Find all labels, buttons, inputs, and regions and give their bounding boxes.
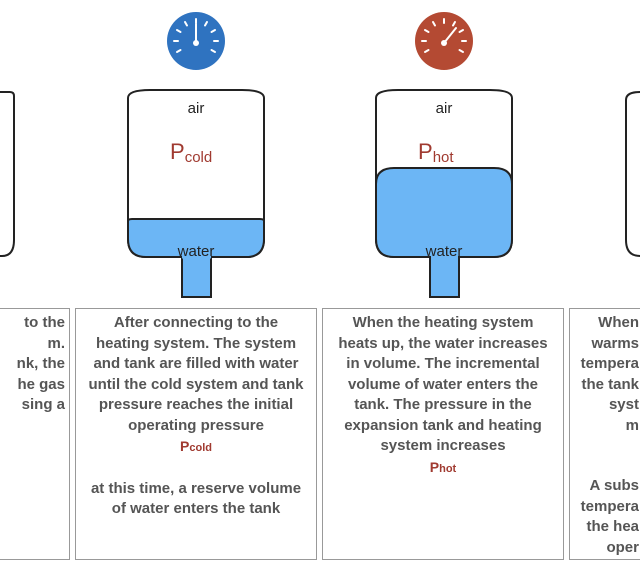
description-panel-stage-1: to the m. nk, the he gas sing a	[0, 308, 70, 560]
water-label-hot: water	[425, 243, 463, 260]
description-panel-stage-4: When warms tempera the tank syst m A sub…	[569, 308, 640, 560]
water-label-cold: water	[177, 243, 215, 260]
air-label-hot: air	[436, 100, 453, 117]
air-label-cold: air	[188, 100, 205, 117]
description-text-stage-1: to the m. nk, the he gas sing a	[16, 314, 65, 413]
cold-gauge	[167, 12, 225, 70]
tank-diagram: air Pcold water air Phot water	[0, 12, 640, 298]
description-text-stage-3: When the heating system heats up, the wa…	[323, 313, 563, 479]
description-panel-stage-3: When the heating system heats up, the wa…	[322, 308, 564, 560]
description-text-stage-2: After connecting to the heating system. …	[76, 313, 316, 520]
pressure-label-hot: Phot	[418, 139, 454, 166]
pressure-text-cold: Pcold	[180, 438, 212, 454]
description-text-stage-4: When warms tempera the tank syst m A sub…	[580, 314, 639, 556]
pressure-label-cold: Pcold	[170, 139, 212, 166]
water-fill-hot	[375, 167, 513, 298]
pressure-text-hot: Phot	[429, 458, 457, 475]
tank-stage-2: air Pcold water	[127, 89, 265, 298]
tank-stage-1	[0, 91, 15, 257]
tank-stage-4	[625, 91, 640, 257]
tank-stage-3: air Phot water	[375, 89, 513, 298]
description-panel-stage-2: After connecting to the heating system. …	[75, 308, 317, 560]
hot-gauge	[415, 12, 473, 70]
